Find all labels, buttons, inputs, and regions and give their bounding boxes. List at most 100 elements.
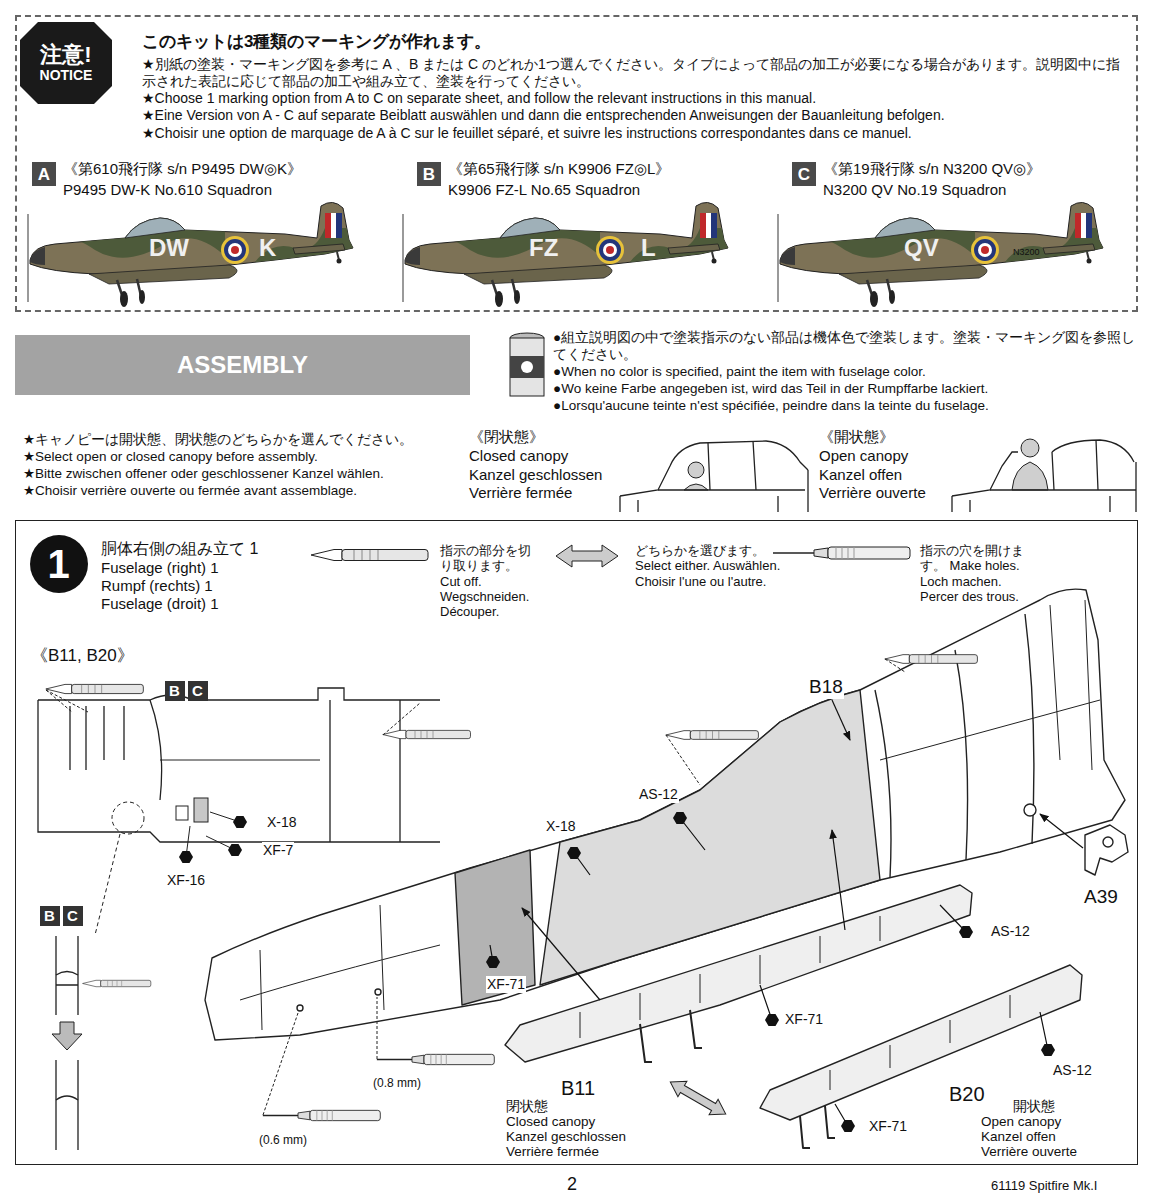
option-title: 閉状態: [505, 1099, 549, 1114]
text-group: BC: [165, 680, 212, 702]
node-text: C: [188, 681, 208, 701]
paint-code: XF-71: [784, 1011, 824, 1028]
node-text: NOTICE: [40, 67, 93, 84]
paint-code: AS-12: [638, 786, 679, 803]
marking-code-box: BC: [40, 905, 87, 927]
node-text: 胴体右側の組み立て 1: [101, 539, 258, 559]
paint-marker: [1041, 1044, 1055, 1056]
marking-letter: C: [792, 162, 816, 186]
marking-caption: P9495 DW-K No.610 Squadron: [62, 181, 273, 199]
paint-code: AS-12: [1052, 1062, 1093, 1079]
node-text: ★Eine Version von A - C auf separate Bei…: [142, 107, 1132, 124]
node-text: ★別紙の塗装・マーキング図を参考に A 、B または C のどれか1つ選んでくだ…: [142, 56, 1132, 90]
node-text: C: [63, 906, 83, 926]
option-text: Verrière fermée: [505, 1144, 600, 1159]
paint-code: XF-7: [262, 842, 294, 859]
paint-marker: [486, 956, 500, 968]
squadron-code: FZ: [528, 236, 559, 260]
marking-caption: 《第610飛行隊 s/n P9495 DW◎K》: [62, 160, 303, 178]
paint-code: XF-71: [486, 976, 526, 993]
option-text: Open canopy: [980, 1114, 1062, 1129]
marking-code-box: BC: [165, 680, 212, 702]
text-group: ASSEMBLY: [15, 335, 470, 395]
option-title: 開状態: [1012, 1099, 1056, 1114]
canopy-note: ★Bitte zwischen offener oder geschlossen…: [22, 466, 385, 483]
node-text: ASSEMBLY: [177, 351, 308, 380]
text-group: A: [32, 162, 56, 186]
node-text: A: [38, 166, 50, 183]
badge-outline: [20, 22, 112, 104]
page-number: 2: [566, 1174, 578, 1196]
paint-code: XF-71: [868, 1118, 908, 1135]
option-text: Kanzel offen: [980, 1129, 1057, 1144]
notice-badge: 注意!NOTICE: [20, 22, 112, 104]
part-number: B20: [948, 1082, 986, 1106]
node-text: このキットは3種類のマーキングが作れます。: [142, 31, 1132, 52]
legend-text: 指示の部分を切り取ります。 Cut off. Wegschneiden. Déc…: [440, 543, 540, 620]
inset-title: 《B11, B20》: [30, 646, 135, 666]
option-title: 《開状態》: [818, 428, 895, 447]
legend-entry: 指示の穴を開けます。 Make holes. Loch machen. Perc…: [920, 543, 1040, 604]
text-group: 注意!NOTICE: [20, 22, 112, 104]
node-text: B: [165, 681, 185, 701]
paint-marker: [179, 851, 193, 863]
option-title: 《閉状態》: [468, 428, 545, 447]
node-text: B: [40, 906, 60, 926]
canopy-note: ★Select open or closed canopy before ass…: [22, 449, 319, 466]
legend-entry: どちらかを選びます。 Select either. Auswählen. Cho…: [635, 543, 795, 589]
dimension: (0.8 mm): [372, 1076, 422, 1090]
marking-caption: 《第19飛行隊 s/n N3200 QV◎》: [822, 160, 1042, 178]
canopy-note: ★キャノピーは開状態、閉状態のどちらかを選んでください。: [22, 432, 414, 449]
dimension: (0.6 mm): [258, 1133, 308, 1147]
marking-letter: A: [32, 162, 56, 186]
text-group: 胴体右側の組み立て 1Fuselage (right) 1Rumpf (rech…: [101, 539, 258, 613]
badge-shape: [20, 22, 112, 104]
part-number: A39: [1083, 886, 1119, 909]
option-text: Closed canopy: [468, 447, 569, 466]
paint-marker: [567, 847, 581, 859]
option-text: Verrière fermée: [468, 484, 573, 503]
squadron-code: L: [640, 236, 657, 260]
paint-note: ●When no color is specified, paint the i…: [552, 364, 927, 381]
node-text: Fuselage (right) 1: [101, 559, 258, 577]
squadron-code: QV: [903, 236, 940, 260]
option-text: Verrière ouverte: [818, 484, 927, 503]
marking-caption: 《第65飛行隊 s/n K9906 FZ◎L》: [447, 160, 671, 178]
paint-marker: [673, 812, 687, 824]
marking-letter: B: [417, 162, 441, 186]
paint-note: ●Wo keine Farbe angegeben ist, wird das …: [552, 381, 989, 398]
paint-note: ●Lorsqu'aucune teinte n'est spécifiée, p…: [552, 398, 990, 415]
paint-marker: [841, 1120, 855, 1132]
squadron-code: K: [258, 236, 277, 260]
paint-code: X-18: [545, 818, 577, 835]
option-text: Closed canopy: [505, 1114, 596, 1129]
paint-note: ●組立説明図の中で塗装指示のない部品は機体色で塗装します。塗装・マーキング図を参…: [552, 330, 1139, 364]
node-text: Rumpf (rechts) 1: [101, 577, 258, 595]
paint-code: XF-16: [166, 872, 206, 889]
part-number: B11: [560, 1076, 596, 1100]
node-text: C: [798, 166, 810, 183]
node-text: ★Choisir une option de marquage de A à C…: [142, 125, 1132, 142]
legend-text: どちらかを選びます。 Select either. Auswählen. Cho…: [635, 543, 795, 589]
node-text: 1: [47, 544, 69, 584]
text-group: 1: [30, 535, 88, 593]
paint-code: AS-12: [990, 923, 1031, 940]
node-text: 注意!: [40, 43, 91, 67]
serial-number: N3200: [1012, 248, 1041, 257]
canopy-note: ★Choisir verrière ouverte ou fermée avan…: [22, 483, 358, 500]
option-text: Kanzel geschlossen: [505, 1129, 627, 1144]
squadron-code: DW: [148, 236, 190, 260]
option-text: Open canopy: [818, 447, 909, 466]
text-group: このキットは3種類のマーキングが作れます。 ★別紙の塗装・マーキング図を参考に A…: [142, 31, 1132, 142]
step-panel: 胴体右側の組み立て 1Fuselage (right) 1Rumpf (rech…: [15, 520, 1138, 1165]
section-band: ASSEMBLY: [15, 335, 470, 395]
footer-text: 61119 Spitfire Mk.I: [990, 1178, 1098, 1194]
node-text: B: [423, 166, 435, 183]
legend-entry: 指示の部分を切り取ります。 Cut off. Wegschneiden. Déc…: [440, 543, 540, 620]
legend-text: 指示の穴を開けます。 Make holes. Loch machen. Perc…: [920, 543, 1040, 604]
marking-caption: K9906 FZ-L No.65 Squadron: [447, 181, 641, 199]
